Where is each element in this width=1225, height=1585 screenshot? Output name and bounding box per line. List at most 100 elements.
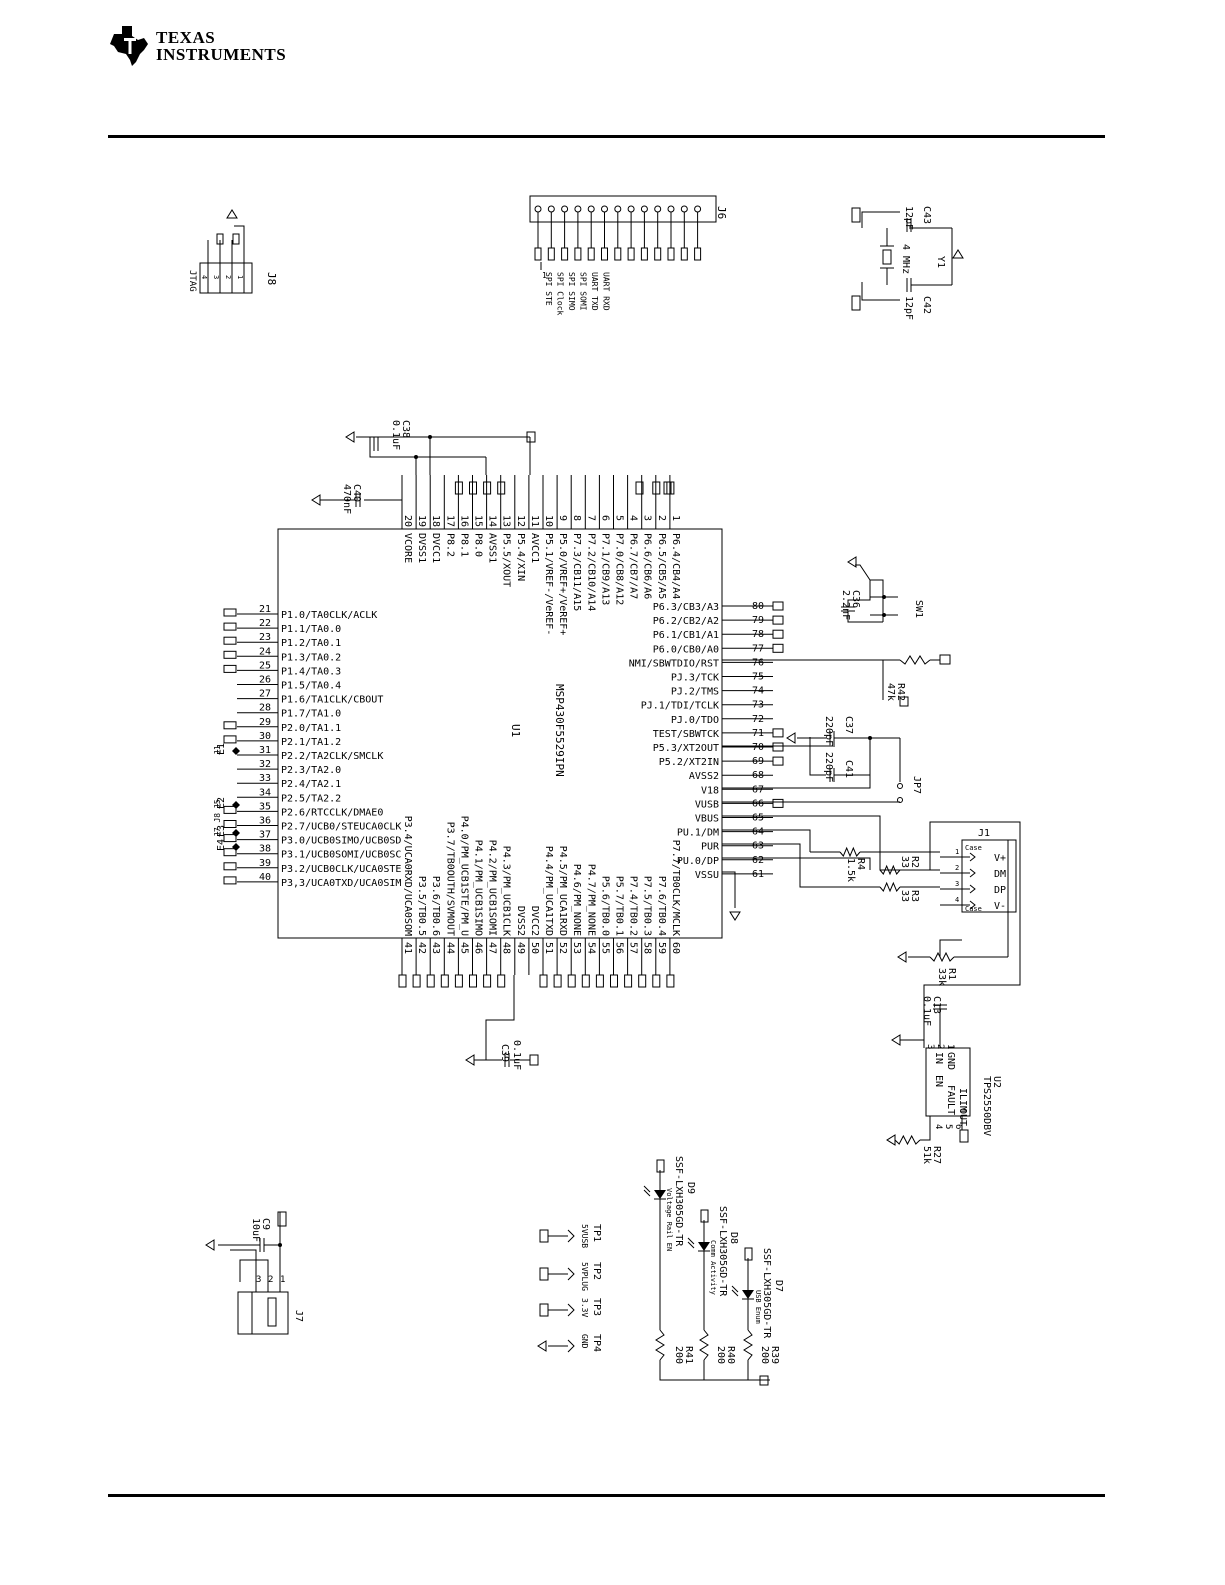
u1-bottom-pin-num: 55: [599, 942, 610, 954]
net-tag: [759, 1375, 769, 1386]
ground-icon: [897, 951, 907, 963]
net-tag: [635, 481, 644, 495]
c40-val: 470nF: [341, 484, 352, 514]
d8-led-icon: [698, 1242, 710, 1251]
net-tag: [939, 654, 951, 665]
j6-pin-icon: [680, 205, 688, 213]
u1-right-pin-label: PUR: [701, 842, 720, 853]
d8-ref: D8: [728, 1232, 739, 1244]
d9-led-ray: [643, 1189, 651, 1197]
j1-pin-num: 3: [955, 880, 959, 888]
u1-left-pin-label: P1.6/TA1CLK/CBOUT: [281, 695, 383, 706]
tp-ref: TP2: [591, 1262, 602, 1280]
marks: [199, 195, 1017, 1386]
u1-right-pin-label: P5.2/XT2IN: [659, 757, 719, 768]
u1-left-pin-num: 32: [259, 759, 271, 770]
j8-pin-num: 4: [200, 275, 208, 279]
u1-top-pin-num: 6: [599, 515, 610, 521]
u1-right-pin-num: 73: [752, 700, 764, 711]
u1-left-pin-num: 40: [259, 872, 271, 883]
r4-resistor: [839, 846, 861, 858]
c40-wire: [364, 475, 403, 501]
u2-ref: U2: [991, 1076, 1002, 1088]
u1-left-pin-num: 25: [259, 660, 271, 671]
u1-top-pin-label: P7.0/CB8/A12: [614, 533, 625, 605]
u1-top-pin-label: P6.7/CB7/A7: [628, 533, 639, 599]
u1-left-pin-num: 30: [259, 731, 271, 742]
j6-pin-icon: [561, 205, 569, 213]
u1-right-pin-num: 79: [752, 615, 764, 626]
net-tag: [223, 622, 237, 631]
ground-icon: [205, 1239, 215, 1251]
junction-dot: [868, 736, 872, 740]
net-tag: [547, 247, 555, 261]
u1-bottom-pin-label: P4.6/PM_NONE: [571, 864, 582, 936]
d7-led-icon: [742, 1290, 754, 1299]
r3-val: 33: [899, 890, 910, 902]
j1-pin-label: V+: [994, 853, 1006, 864]
u2-pin-label: IN: [933, 1052, 944, 1064]
net-tag: [627, 247, 635, 261]
footer-rule: [108, 1494, 1105, 1497]
tp-ref: TP4: [591, 1334, 602, 1352]
ground-icon: [311, 494, 321, 506]
u1-top-pin-num: 11: [529, 515, 540, 527]
tp-ref: TP3: [591, 1298, 602, 1316]
u1-left-pin-num: 28: [259, 703, 271, 714]
net-tag: [223, 735, 237, 744]
u1-left-pin-num: 29: [259, 717, 271, 728]
u1-top-pin-num: 16: [458, 515, 469, 527]
r3-resistor: [879, 881, 901, 893]
test-pad-icon: [232, 843, 240, 851]
u1-right-pin-num: 76: [752, 657, 764, 668]
jp7-pin: [897, 783, 903, 789]
u1-bottom-pin-num: 59: [656, 942, 667, 954]
logo-wordmark: TEXAS INSTRUMENTS: [156, 29, 286, 63]
u1-right-pin-label: TEST/SBWTCK: [653, 729, 719, 740]
j1-case: Case: [965, 844, 982, 852]
net-tag: [640, 247, 648, 261]
j7-body: [237, 1291, 289, 1335]
j1-pin-num: 4: [955, 896, 959, 904]
u1-left-pin-label: P1.4/TA0.3: [281, 666, 341, 677]
u1-bottom-pin-label: DVCC2: [529, 906, 540, 936]
pur-wire: [722, 843, 880, 888]
u1-body: [277, 528, 723, 939]
u1-left-pin-label: P3.2/UCB0CLK/UCA0STE: [281, 864, 401, 875]
u1-left-pin-num: 24: [259, 646, 271, 657]
u2-pin-label: ILIM: [957, 1088, 968, 1112]
test-pad-label: E1: [216, 743, 227, 755]
u1-bottom-pin-num: 56: [614, 942, 625, 954]
net-tag: [601, 247, 608, 261]
u1-top-pin-num: 12: [515, 515, 526, 527]
u1-right-pin-num: 77: [752, 643, 764, 654]
u1-top-pin-num: 15: [473, 515, 484, 527]
net-tag: [426, 974, 435, 988]
u1-bottom-pin-num: 44: [444, 942, 455, 954]
u1-top-pin-label: P7.1/CB9/A13: [599, 533, 610, 605]
net-tag: [595, 974, 604, 988]
test-pad-label: E3: [216, 825, 227, 837]
j6-pin-icon: [627, 205, 635, 213]
net-tag: [624, 974, 633, 988]
net-tag: [223, 721, 237, 730]
j6-pin-icon: [574, 205, 582, 213]
u1-top-pin-label: P6.4/CB4/A4: [670, 533, 681, 599]
u1-bottom-pin-label: P7.7/TB0CLK/MCLK: [670, 840, 681, 936]
u1-top-pin-num: 1: [670, 515, 681, 521]
j6-pin-icon: [601, 205, 608, 213]
d9-led-icon: [654, 1190, 666, 1199]
u2-pin-num: 2: [935, 1044, 945, 1049]
net-tag: [772, 742, 784, 752]
u1-top-pin-label: P5.0/VREF+/VeREF+: [557, 533, 568, 635]
u1-right-pin-label: PJ.0/TDO: [671, 715, 719, 726]
led-common-wire: [659, 1360, 770, 1381]
u1-bottom-pin-label: DVSS2: [515, 906, 526, 936]
junction-dot: [278, 1243, 282, 1247]
r3-ref: R3: [909, 890, 920, 902]
net-tag: [539, 1229, 549, 1243]
net-tag: [497, 481, 506, 495]
c42-ref: C42: [921, 296, 932, 314]
